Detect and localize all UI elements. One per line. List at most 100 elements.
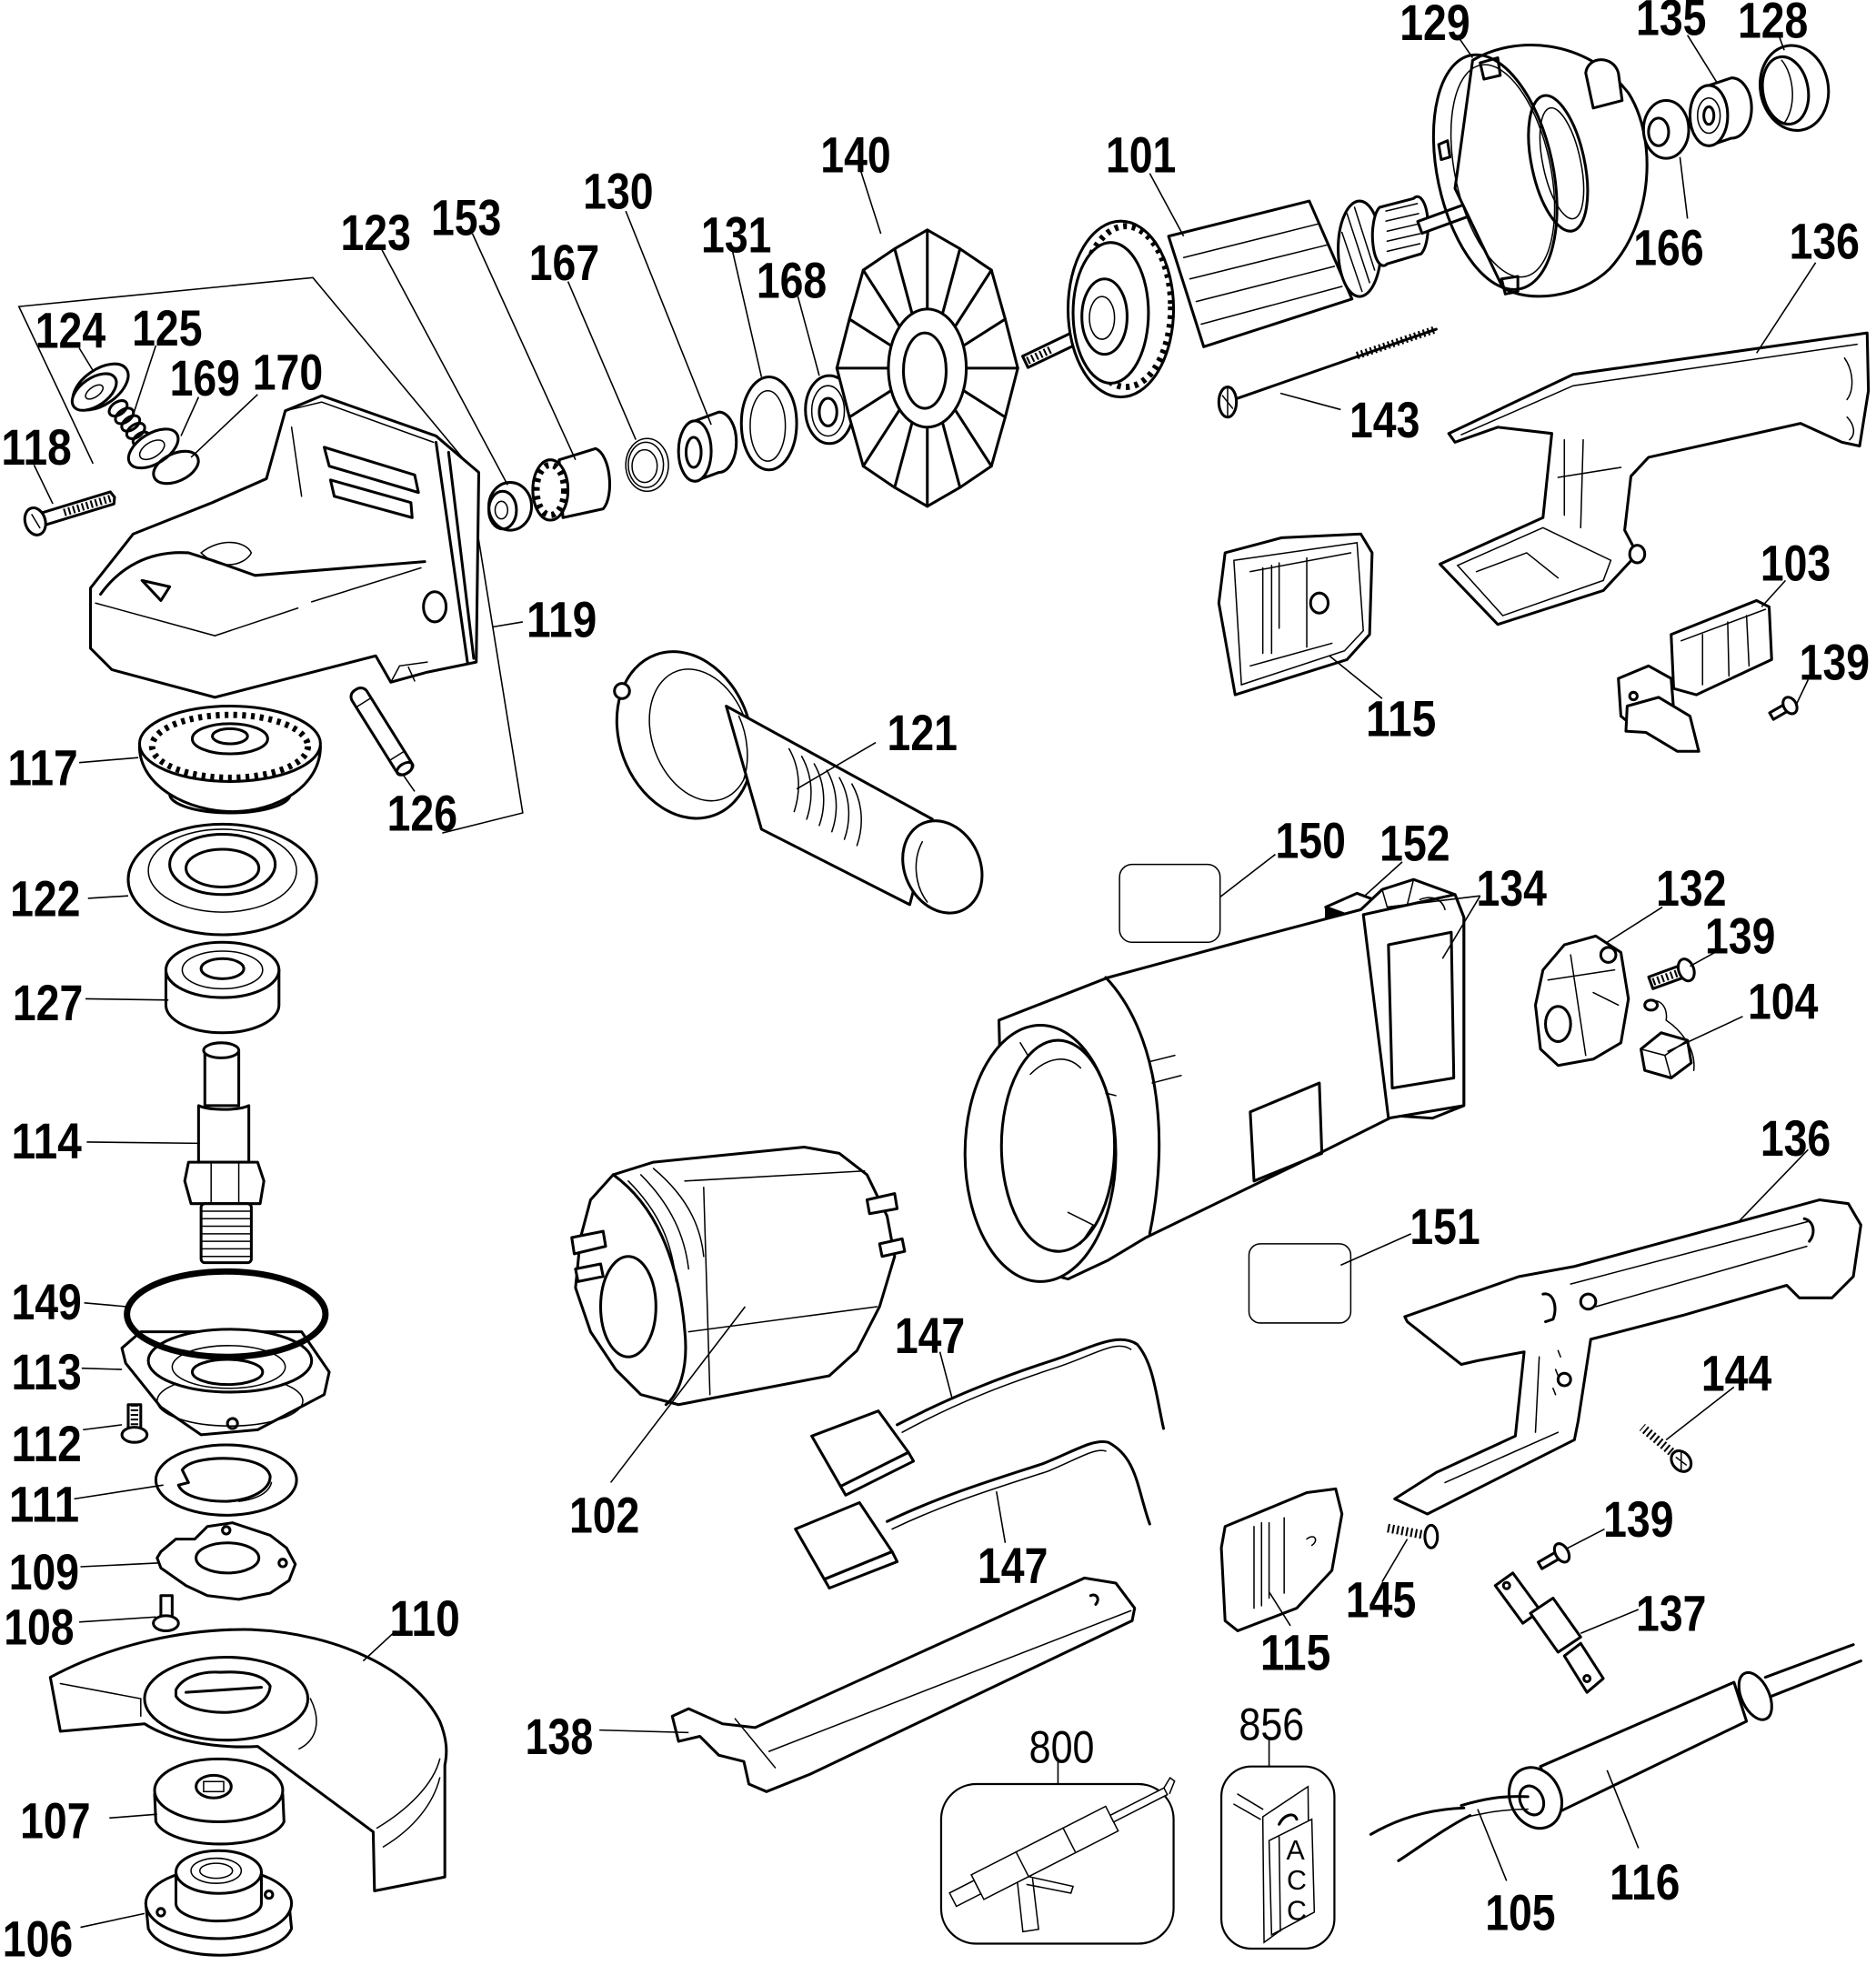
stator-winding-front (611, 1173, 687, 1407)
callout-106: 106 (3, 1910, 73, 1965)
leader-line-152 (1362, 861, 1403, 898)
gear-case-front-edge (95, 566, 422, 637)
leader-line-145 (1381, 1539, 1409, 1582)
cord-jacket-edge (1467, 1808, 1529, 1818)
callout-109: 109 (9, 1544, 79, 1600)
plate-rivet (1309, 591, 1330, 615)
callout-110: 110 (389, 1590, 459, 1647)
leader-line-115-upper (1329, 655, 1383, 699)
part-136-handle-half-lower (1393, 1198, 1862, 1516)
leader-line-135 (1687, 35, 1718, 83)
brush-holder-body (1533, 934, 1630, 1068)
washer-inner (818, 396, 838, 427)
callout-125: 125 (132, 300, 202, 356)
brush-terminal (1643, 998, 1660, 1012)
handle-pivot (1556, 1371, 1572, 1388)
part-108-screw (152, 1594, 180, 1632)
plate-markings (1253, 1517, 1285, 1609)
callout-118: 118 (1, 419, 71, 476)
screw-head (1676, 957, 1696, 983)
tag-edge (1278, 1836, 1281, 1932)
leader-line-147-upper (938, 1351, 954, 1400)
leader-line-168 (797, 296, 820, 376)
tag-letter: A (1286, 1835, 1305, 1866)
spring-coil (120, 414, 142, 433)
leader-line-109 (80, 1562, 160, 1568)
leader-line-134-b (1441, 895, 1481, 959)
callout-136-lower: 136 (1761, 1110, 1831, 1167)
kit-856-box: A C C (1219, 1765, 1336, 1950)
leader-line-103 (1761, 579, 1787, 607)
protector-rear-collar (1737, 1670, 1773, 1721)
brush-holder-details (1547, 954, 1620, 1057)
commutator-bars (1385, 203, 1421, 253)
part-147-brush-upper (810, 1338, 1166, 1497)
brush-block-base (838, 1450, 916, 1497)
callout-167: 167 (529, 235, 599, 291)
part-115-nameplate-lower (1219, 1487, 1344, 1632)
switch-body-details (1680, 608, 1767, 686)
callout-129: 129 (1399, 0, 1470, 51)
washer-inner (138, 439, 166, 461)
fan-blades (835, 228, 1019, 508)
flange-hex-bore (203, 1780, 225, 1793)
handle-grip (725, 705, 934, 907)
part-126-pin (349, 687, 415, 777)
spring-coil (114, 406, 135, 426)
part-140-fan (835, 228, 1019, 508)
clamp-middle (1529, 1597, 1582, 1654)
leader-line-166 (1679, 156, 1689, 219)
stator-outline (574, 1145, 897, 1407)
leader-line-116 (1606, 1770, 1640, 1849)
callout-150: 150 (1275, 813, 1345, 869)
callout-139-upper: 139 (1800, 635, 1870, 691)
leader-line-130 (625, 210, 712, 426)
nut-pin-hole (264, 1889, 275, 1900)
protector-front-collar (1507, 1766, 1564, 1830)
handle-end-cap (901, 819, 984, 915)
leader-line-140 (859, 170, 882, 235)
spindle-hex (183, 1160, 266, 1206)
brush-block (1640, 1031, 1693, 1080)
leader-line-169 (180, 396, 200, 436)
armature-bearing-inner (1088, 296, 1116, 340)
clamp-bottom-tab (1562, 1641, 1605, 1694)
stator-terminals (570, 1192, 907, 1283)
leader-line-125 (132, 345, 157, 416)
switch-body (1670, 598, 1773, 697)
callout-122: 122 (10, 870, 80, 927)
leader-line-144 (1665, 1386, 1735, 1441)
seal-inner (631, 448, 658, 484)
leader-line-170 (190, 394, 258, 458)
callout-800: 800 (1029, 1722, 1095, 1773)
leader-line-108 (79, 1616, 156, 1623)
callout-126: 126 (387, 785, 457, 841)
brush-holder-post (1599, 946, 1618, 964)
part-139-screw-mid (1647, 957, 1696, 990)
leader-line-136-upper (1756, 262, 1817, 354)
housing-collar (1104, 976, 1161, 1236)
callout-107: 107 (20, 1792, 90, 1849)
part-118-screw (23, 490, 116, 536)
callout-130: 130 (583, 163, 653, 219)
part-167-seal (625, 437, 669, 493)
clamp-plate-bore (195, 1541, 261, 1575)
callout-127: 127 (13, 975, 83, 1031)
leader-line-167 (567, 281, 637, 440)
part-121-side-handle (613, 650, 984, 915)
clamp-plate-outline (155, 1521, 297, 1601)
leader-line-137 (1580, 1609, 1640, 1634)
armature-winding-lines (1340, 206, 1376, 293)
armature-end-winding-ring (1077, 223, 1175, 391)
switch-plate-hole (1628, 690, 1639, 702)
callout-138: 138 (526, 1709, 594, 1765)
flange-hole (195, 1773, 233, 1800)
tag-clip (1278, 1813, 1299, 1826)
part-117-bevel-gear (137, 705, 322, 815)
callout-147-lower: 147 (978, 1538, 1048, 1594)
callout-145: 145 (1346, 1571, 1416, 1628)
fan-hub (887, 307, 968, 429)
part-137-cord-clamp (1493, 1571, 1605, 1694)
washer-mid (810, 385, 846, 437)
part-130-bearing (677, 410, 738, 483)
